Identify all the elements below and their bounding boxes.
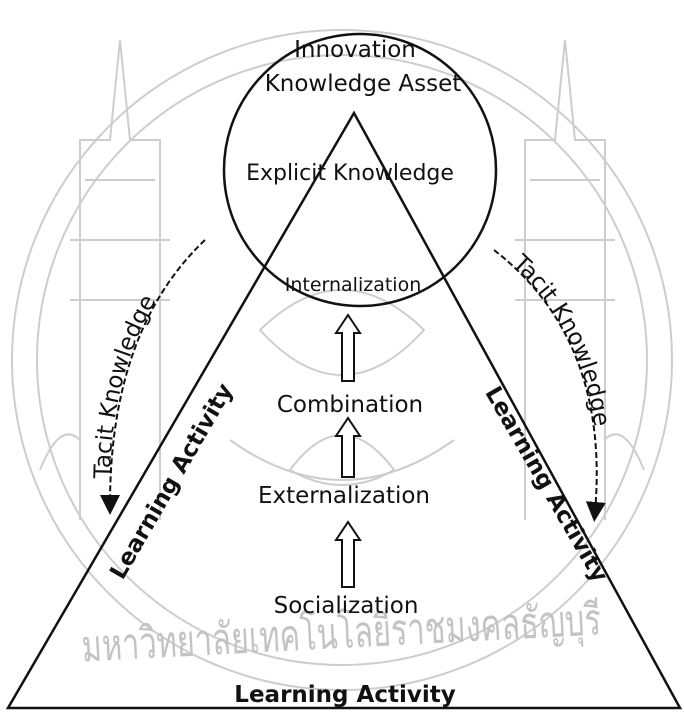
knowledge-asset-label: Knowledge Asset (265, 71, 462, 97)
upward-arrow-2 (334, 416, 362, 478)
right-tacit-label: Tacit Knowledge (507, 250, 614, 428)
externalization-label: Externalization (258, 483, 430, 509)
socialization-label: Socialization (274, 593, 419, 619)
knowledge-asset-circle (222, 32, 498, 308)
upward-arrow-1 (334, 313, 362, 382)
explicit-knowledge-label: Explicit Knowledge (246, 161, 454, 186)
bottom-learning-activity: Learning Activity (234, 682, 455, 708)
left-tacit-label: Tacit Knowledge (90, 291, 161, 480)
left-tacit-text: Tacit Knowledge (90, 291, 161, 480)
upward-arrow-3 (334, 520, 362, 588)
internalization-label: Internalization (285, 274, 422, 296)
left-learning-activity: Learning Activity (105, 379, 238, 584)
right-tacit-arc (493, 249, 606, 522)
right-tacit-text: Tacit Knowledge (507, 250, 614, 428)
left-tacit-arc (100, 239, 206, 515)
learning-triangle (5, 110, 683, 710)
innovation-label: Innovation (294, 37, 416, 63)
combination-label: Combination (277, 392, 423, 418)
